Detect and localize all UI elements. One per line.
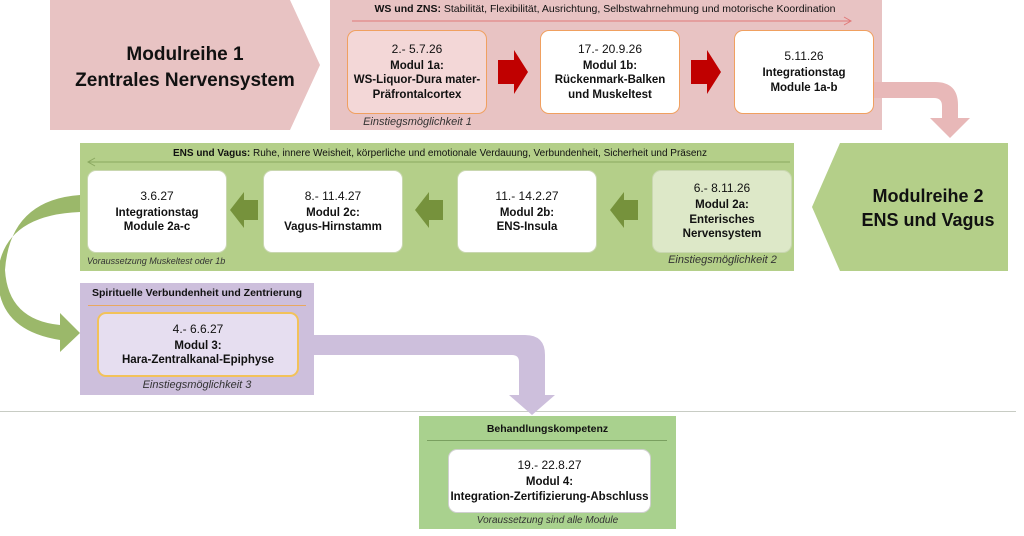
- module-title-line2: Module 1a-b: [770, 81, 838, 94]
- module-title-line1: Modul 1b:: [582, 59, 638, 72]
- module-title-line1: Modul 2b:: [499, 206, 555, 219]
- series1-header: WS und ZNS: Stabilität, Flexibilität, Au…: [340, 3, 870, 15]
- series2-header-text: Ruhe, innere Weisheit, körperliche und e…: [250, 148, 707, 159]
- series1-direction-arrowhead: [843, 16, 853, 26]
- final-prerequisite: Voraussetzung sind alle Module: [476, 515, 619, 526]
- final-header: Behandlungskompetenz: [486, 423, 609, 435]
- series1-title: Modulreihe 1 Zentrales Nervensystem: [55, 42, 315, 93]
- arrow-2a-to-2b: [610, 192, 638, 228]
- module-date: 2.- 5.7.26: [391, 41, 443, 56]
- integration-1-box[interactable]: 5.11.26 Integrationstag Module 1a-b: [734, 30, 874, 114]
- entry-point-1: Einstiegsmöglichkeit 1: [363, 116, 472, 128]
- series3-header-rule: [88, 305, 306, 306]
- module-title-line1: Integrationstag: [115, 206, 199, 219]
- arrow-2b-to-2c: [415, 192, 443, 228]
- series2-title: Modulreihe 2 ENS und Vagus: [838, 184, 1018, 233]
- series2-chevron: [812, 143, 1008, 271]
- module-2c-box[interactable]: 8.- 11.4.27 Modul 2c: Vagus-Hirnstamm: [263, 170, 403, 253]
- series2-title-line1: Modulreihe 2: [872, 186, 984, 206]
- final-header-rule: [427, 440, 667, 441]
- module-title-line2: Enterisches: [689, 213, 755, 226]
- series1-chevron: [50, 0, 320, 130]
- module-date: 19.- 22.8.27: [517, 458, 582, 473]
- arrow-1b-to-int: [691, 50, 721, 94]
- arrow-1a-to-1b: [498, 50, 528, 94]
- series2-direction-arrowhead: [86, 157, 96, 167]
- module-date: 17.- 20.9.26: [577, 41, 643, 56]
- module-3-box[interactable]: 4.- 6.6.27 Modul 3: Hara-Zentralkanal-Ep…: [97, 312, 299, 377]
- module-title-line1: Modul 4:: [525, 476, 574, 489]
- module-2b-box[interactable]: 11.- 14.2.27 Modul 2b: ENS-Insula: [457, 170, 597, 253]
- arrow-series3-to-final: [314, 335, 555, 415]
- module-1b-box[interactable]: 17.- 20.9.26 Modul 1b: Rückenmark-Balken…: [540, 30, 680, 114]
- series1-title-line2: Zentrales Nervensystem: [75, 69, 295, 91]
- module-4-box[interactable]: 19.- 22.8.27 Modul 4: Integration-Zertif…: [448, 449, 651, 513]
- series1-header-label: WS und ZNS:: [374, 3, 441, 15]
- module-date: 5.11.26: [784, 49, 824, 64]
- module-title-line2: Module 2a-c: [123, 221, 191, 233]
- module-title-line2: Integration-Zertifizierung-Abschluss: [450, 490, 649, 503]
- integration-2-box[interactable]: 3.6.27 Integrationstag Module 2a-c: [87, 170, 227, 253]
- entry-point-3: Einstiegsmöglichkeit 3: [142, 379, 252, 391]
- module-1a-box[interactable]: 2.- 5.7.26 Modul 1a: WS-Liquor-Dura mate…: [347, 30, 487, 114]
- module-title-line1: Integrationstag: [762, 67, 846, 80]
- module-date: 6.- 8.11.26: [693, 181, 751, 196]
- module-title-line1: Modul 1a:: [390, 59, 444, 72]
- series2-header: ENS und Vagus: Ruhe, innere Weisheit, kö…: [90, 148, 790, 159]
- arrow-series1-to-series2: [874, 82, 970, 138]
- series2-title-line2: ENS und Vagus: [861, 210, 995, 231]
- series3-header: Spirituelle Verbundenheit und Zentrierun…: [91, 287, 302, 299]
- module-title-line3: und Muskeltest: [568, 88, 652, 101]
- module-title-line2: WS-Liquor-Dura mater-: [353, 74, 481, 87]
- module-date: 8.- 11.4.27: [304, 188, 362, 203]
- series2-header-label: ENS und Vagus:: [172, 148, 251, 159]
- divider-line: [0, 411, 1016, 412]
- module-title-line1: Modul 3:: [174, 339, 222, 352]
- module-title-line2: Hara-Zentralkanal-Epiphyse: [121, 354, 275, 366]
- module-title-line1: Modul 2c:: [306, 206, 360, 219]
- entry-point-2: Einstiegsmöglichkeit 2: [668, 254, 777, 266]
- module-date: 11.- 14.2.27: [495, 188, 559, 203]
- module-title-line3: Nervensystem: [682, 228, 762, 241]
- series2-prerequisite: Voraussetzung Muskeltest oder 1b: [87, 256, 226, 266]
- series1-header-text: Stabilität, Flexibilität, Ausrichtung, S…: [440, 3, 836, 15]
- module-title-line1: Modul 2a:: [695, 199, 749, 212]
- module-date: 4.- 6.6.27: [172, 321, 224, 336]
- module-title-line2: ENS-Insula: [496, 221, 558, 233]
- arrow-series2-to-series3: [0, 195, 80, 352]
- module-title-line3: Präfrontalcortex: [372, 88, 462, 101]
- module-2a-box[interactable]: 6.- 8.11.26 Modul 2a: Enterisches Nerven…: [652, 170, 792, 253]
- module-date: 3.6.27: [140, 188, 174, 203]
- module-title-line2: Vagus-Hirnstamm: [284, 221, 382, 233]
- series1-title-line1: Modulreihe 1: [126, 44, 244, 65]
- arrow-2c-to-int: [230, 192, 258, 228]
- module-title-line2: Rückenmark-Balken: [554, 74, 666, 87]
